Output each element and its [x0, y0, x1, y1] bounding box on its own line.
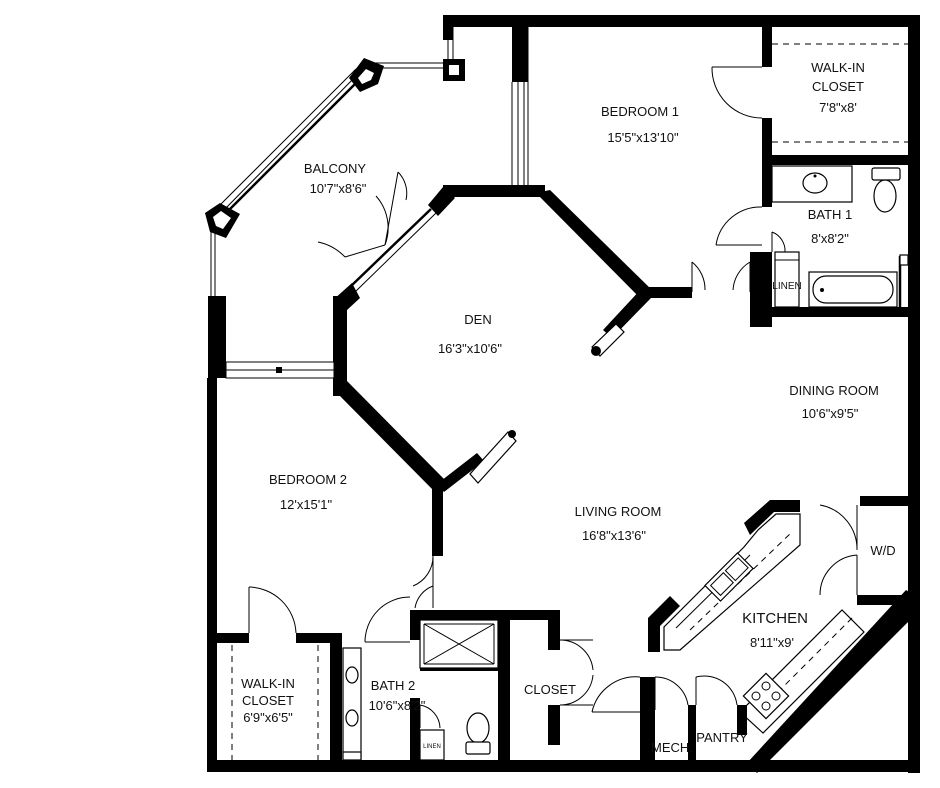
bath1-dims: 8'x8'2" [811, 231, 849, 246]
interior-walls [333, 185, 692, 556]
walkin1-label-2: CLOSET [812, 79, 864, 94]
closet-door[interactable] [559, 639, 594, 706]
balcony-door[interactable] [317, 171, 408, 258]
mech-door[interactable] [591, 676, 689, 713]
bath2-fixtures [342, 619, 499, 761]
bedroom2-label: BEDROOM 2 [269, 472, 347, 487]
bath2-door[interactable] [364, 596, 441, 729]
bedroom1-dims: 15'5"x13'10" [607, 130, 679, 145]
bath2-label: BATH 2 [371, 678, 416, 693]
walkin1-dims: 7'8"x8' [819, 100, 857, 115]
bedroom1-walls [527, 27, 910, 327]
den-dims: 16'3"x10'6" [438, 341, 502, 356]
pantry-label: PANTRY [696, 730, 748, 745]
dining-dims: 10'6"x9'5" [802, 406, 859, 421]
bedroom2-walls [207, 361, 747, 772]
kitchen-dims: 8'11"x9' [750, 635, 794, 650]
walkin2-dims: 6'9"x6'5" [243, 710, 293, 725]
den-column-stubs [469, 323, 625, 484]
walkin1-shelving [772, 43, 908, 143]
walkin1-door[interactable] [711, 66, 763, 119]
wd-door[interactable] [819, 504, 858, 596]
bath1-door[interactable] [715, 206, 786, 253]
balcony-label: BALCONY [304, 161, 366, 176]
linen1-label: LINEN [772, 281, 801, 292]
walkin2-label-1: WALK-IN [241, 676, 295, 691]
balcony-railing [205, 27, 525, 296]
walkin2-label-2: CLOSET [242, 693, 294, 708]
kitchen-counter [739, 609, 865, 734]
bedroom2-dims: 12'x15'1" [280, 497, 333, 512]
kitchen-label: KITCHEN [742, 610, 808, 627]
pantry-door[interactable] [695, 675, 738, 706]
exterior-walls [207, 15, 920, 773]
closet-label: CLOSET [524, 682, 576, 697]
bath1-fixtures [771, 165, 909, 308]
bedroom1-label: BEDROOM 1 [601, 104, 679, 119]
living-dims: 16'8"x13'6" [582, 528, 646, 543]
kitchen-island [648, 500, 801, 652]
living-label: LIVING ROOM [575, 504, 662, 519]
bedroom2-door[interactable] [412, 555, 434, 609]
walkin2-door[interactable] [248, 586, 297, 634]
bedroom1-door[interactable] [691, 261, 751, 292]
balcony-dims: 10'7"x8'6" [310, 181, 367, 196]
linen2-label: LINEN [423, 744, 441, 750]
walkin2-shelving [231, 645, 319, 760]
bath2-dims: 10'6"x8'2" [369, 698, 426, 713]
mech-label: MECH. [651, 740, 693, 755]
walkin1-label-1: WALK-IN [811, 60, 865, 75]
dining-label: DINING ROOM [789, 383, 879, 398]
kitchen-walls [857, 496, 910, 605]
den-label: DEN [464, 312, 491, 327]
wd-label: W/D [870, 543, 895, 558]
bath1-label: BATH 1 [808, 207, 853, 222]
